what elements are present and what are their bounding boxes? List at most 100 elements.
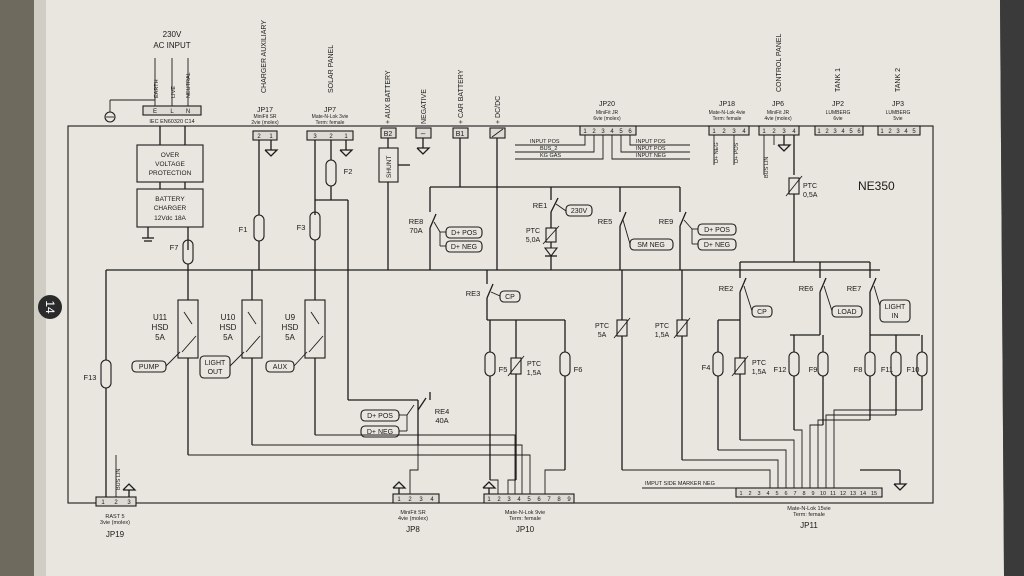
signal-input-pos-right: INPUT POS xyxy=(636,139,666,145)
svg-text:Mate-N-Lok 15vie: Mate-N-Lok 15vie xyxy=(787,506,830,512)
svg-text:F5: F5 xyxy=(499,365,508,374)
svg-text:JP11: JP11 xyxy=(800,521,818,530)
svg-text:PTC: PTC xyxy=(752,360,766,367)
svg-text:PTC: PTC xyxy=(803,183,817,190)
svg-text:LIVE: LIVE xyxy=(171,86,177,98)
svg-text:F12: F12 xyxy=(774,365,787,374)
relay-re9: RE9 D+ POS D+ NEG xyxy=(620,186,737,270)
svg-text:LOAD: LOAD xyxy=(837,309,856,316)
svg-text:F6: F6 xyxy=(574,365,583,374)
svg-text:F13: F13 xyxy=(84,373,97,382)
svg-text:N: N xyxy=(186,109,190,115)
svg-text:230V: 230V xyxy=(163,30,182,39)
svg-text:VOLTAGE: VOLTAGE xyxy=(155,161,185,168)
svg-text:5: 5 xyxy=(527,497,531,503)
svg-text:3: 3 xyxy=(732,129,736,135)
svg-text:HSD: HSD xyxy=(220,323,237,332)
svg-text:AUX: AUX xyxy=(273,364,288,371)
jp8-connector: 1 2 3 4 MiniFit SR 4vie (molex) JP8 xyxy=(392,493,440,534)
svg-text:9: 9 xyxy=(567,497,571,503)
svg-text:L: L xyxy=(170,109,174,115)
svg-text:LIGHT: LIGHT xyxy=(205,360,226,367)
svg-text:5: 5 xyxy=(849,129,853,135)
svg-text:1: 1 xyxy=(487,497,491,503)
signal-bus-lin-bottom: BUS LIN xyxy=(116,469,122,490)
jp11-connector: 1 2 3 4 5 6 7 8 9 10 11 12 13 14 15 Mate… xyxy=(735,487,883,530)
svg-text:JP2: JP2 xyxy=(832,101,844,108)
signal-input-pos-right-2: INPUT POS xyxy=(636,146,666,152)
svg-text:D+ NEG: D+ NEG xyxy=(704,242,730,249)
jp10-connector: 1 2 3 4 5 6 7 8 9 Mate-N-Lok 9vie Term: … xyxy=(483,493,575,534)
paper-sheet xyxy=(36,0,1004,576)
svg-text:1,5A: 1,5A xyxy=(655,332,670,339)
relay-re5: RE5 SM NEG xyxy=(598,187,674,270)
svg-text:5A: 5A xyxy=(223,333,233,342)
svg-text:F11: F11 xyxy=(881,365,893,374)
svg-text:RE6: RE6 xyxy=(799,284,814,293)
svg-text:6: 6 xyxy=(537,497,541,503)
svg-text:12: 12 xyxy=(840,491,846,497)
svg-text:SM NEG: SM NEG xyxy=(637,242,665,249)
svg-text:1,5A: 1,5A xyxy=(752,369,767,376)
svg-text:B1: B1 xyxy=(456,131,465,138)
svg-text:PTC: PTC xyxy=(526,228,540,235)
svg-text:2: 2 xyxy=(722,129,726,135)
svg-text:4: 4 xyxy=(742,129,746,135)
jp2-connector: TANK 1 JP2 LUMBERG 6vie 1 2 3 4 5 6 xyxy=(814,68,864,136)
svg-text:4: 4 xyxy=(841,129,845,135)
svg-text:JP8: JP8 xyxy=(406,525,420,534)
svg-text:F1: F1 xyxy=(239,225,248,234)
svg-text:JP6: JP6 xyxy=(772,101,784,108)
svg-text:0,5A: 0,5A xyxy=(803,192,818,199)
svg-text:+ DC/DC: + DC/DC xyxy=(495,96,502,124)
signal-kg-gas: KG GAS xyxy=(540,153,561,159)
svg-text:1: 1 xyxy=(269,134,273,140)
svg-text:5: 5 xyxy=(912,129,916,135)
svg-text:F3: F3 xyxy=(297,223,306,232)
svg-text:SOLAR PANEL: SOLAR PANEL xyxy=(328,45,335,93)
svg-text:MiniFit JR: MiniFit JR xyxy=(767,110,790,116)
svg-text:D+ POS: D+ POS xyxy=(367,413,393,420)
svg-text:RE3: RE3 xyxy=(466,289,481,298)
svg-text:3: 3 xyxy=(757,491,760,497)
relay-re6: RE6 LOAD xyxy=(799,262,863,335)
svg-text:3: 3 xyxy=(127,500,131,506)
relay-re1: RE1 230V xyxy=(533,187,593,217)
svg-text:RE9: RE9 xyxy=(659,217,674,226)
signal-input-pos-left: INPUT POS xyxy=(530,139,560,145)
svg-text:TANK 2: TANK 2 xyxy=(895,68,902,92)
svg-text:7: 7 xyxy=(547,497,551,503)
signal-input-neg: INPUT NEG xyxy=(636,153,666,159)
svg-text:3: 3 xyxy=(507,497,511,503)
svg-text:6: 6 xyxy=(784,491,787,497)
svg-text:4vie (molex): 4vie (molex) xyxy=(398,516,428,522)
svg-text:2: 2 xyxy=(114,500,118,506)
jp20-connector: JP20 MiniFit JR 6vie (molex) 1 2 3 4 5 6 xyxy=(579,101,637,136)
svg-text:3: 3 xyxy=(782,129,786,135)
svg-text:E: E xyxy=(153,109,157,115)
svg-text:5A: 5A xyxy=(285,333,295,342)
jp18-connector: JP18 Mate-N-Lok 4vie Term: female 1 2 3 … xyxy=(708,101,750,136)
signal-bus-lin-top: BUS LIN xyxy=(764,157,770,178)
relay-re7: RE7 LIGHT IN xyxy=(847,262,911,335)
svg-text:SHUNT: SHUNT xyxy=(386,156,393,178)
svg-text:1,5A: 1,5A xyxy=(527,370,542,377)
svg-text:12Vdc 18A: 12Vdc 18A xyxy=(154,215,186,222)
svg-text:MiniFit JR: MiniFit JR xyxy=(596,110,619,116)
svg-text:F7: F7 xyxy=(170,243,179,252)
svg-text:NEUTRAL: NEUTRAL xyxy=(186,72,192,98)
svg-text:JP19: JP19 xyxy=(106,530,125,539)
svg-text:2: 2 xyxy=(825,129,829,135)
svg-text:9: 9 xyxy=(811,491,814,497)
svg-text:JP17: JP17 xyxy=(257,107,273,114)
svg-text:6vie (molex): 6vie (molex) xyxy=(593,116,621,122)
svg-text:LUMBERG: LUMBERG xyxy=(886,110,911,116)
svg-text:4: 4 xyxy=(610,129,614,135)
svg-text:Mate-N-Lok 4vie: Mate-N-Lok 4vie xyxy=(709,110,746,116)
svg-text:5A: 5A xyxy=(598,332,607,339)
signal-side-marker: IMPUT SIDE MARKER NEG xyxy=(645,481,715,487)
signal-dplus-neg: D+ NEG xyxy=(714,142,720,163)
svg-text:7: 7 xyxy=(793,491,796,497)
svg-text:230V: 230V xyxy=(571,208,588,215)
svg-text:6: 6 xyxy=(857,129,861,135)
